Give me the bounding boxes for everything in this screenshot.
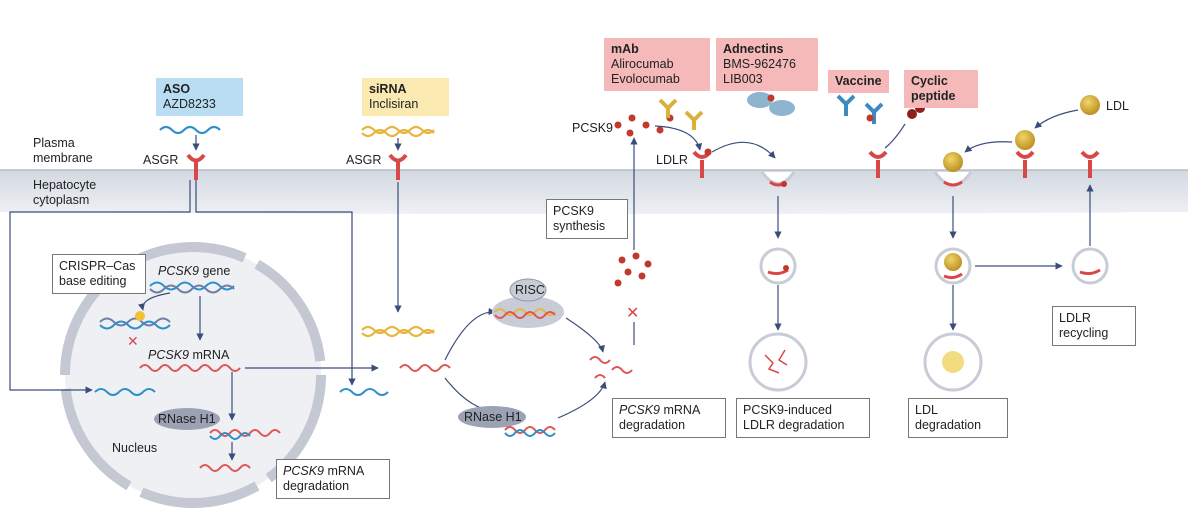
nuclear-mrna	[139, 364, 241, 372]
sirna-tag: siRNA Inclisiran	[362, 78, 449, 116]
aso-title: ASO	[163, 82, 191, 96]
sirna-title: siRNA	[369, 82, 407, 96]
pcsk9-gene-dna	[149, 281, 235, 291]
ldl-vesicle	[934, 247, 972, 285]
svg-text:✕: ✕	[626, 305, 639, 322]
ldl-particle-1	[1080, 95, 1100, 115]
pcsk9-mrna-degradation-callout-cytoplasm: PCSK9 mRNA degradation	[612, 398, 726, 438]
callout-rest-1: mRNA degradation	[619, 403, 700, 432]
asgr-label-left: ASGR	[143, 153, 179, 167]
adnectins-title: Adnectins	[723, 42, 784, 56]
vaccine-title: Vaccine	[835, 74, 882, 88]
asgr-label-sirna: ASGR	[346, 153, 382, 167]
ldl-degradation-callout: LDL degradation	[908, 398, 1008, 438]
ldl-label: LDL	[1106, 99, 1129, 113]
pcsk9-protein-cluster-plasma	[614, 114, 674, 137]
aso-tag: ASO AZD8233	[156, 78, 243, 116]
pcsk9-mrna-degradation-callout-nucleus: PCSK9 mRNA degradation	[276, 459, 390, 499]
edited-dna	[99, 317, 171, 327]
gene-word: gene	[202, 264, 231, 278]
mab-tag: mAb Alirocumab Evolocumab	[604, 38, 710, 91]
ldl-particle-2	[1015, 130, 1035, 150]
ldlr-receptor-2	[868, 150, 888, 178]
aso-drug-name: AZD8233	[163, 97, 216, 111]
ldlr-label: LDLR	[656, 153, 688, 167]
pcsk9-gene-label: PCSK9 gene	[158, 264, 230, 279]
mrna-word: mRNA	[192, 348, 230, 362]
hepatocyte-cytoplasm-label: Hepatocyte cytoplasm	[33, 178, 97, 207]
asgr-receptor-left	[186, 153, 206, 180]
ldl-degradation-vesicle	[923, 332, 983, 392]
ldlr-receptor-1	[692, 148, 712, 178]
mab-title: mAb	[611, 42, 639, 56]
callout-italic-2: PCSK9	[283, 464, 324, 478]
cyclic-peptide-icon	[907, 109, 917, 119]
recycling-vesicle	[1071, 247, 1109, 285]
nucleus-label: Nucleus	[112, 441, 158, 455]
asgr-receptor-sirna	[388, 153, 408, 180]
adnectins-drug-1: BMS-962476	[723, 57, 796, 71]
risc-label: RISC	[515, 283, 545, 297]
vaccine-tag: Vaccine	[828, 70, 889, 93]
plasma-membrane	[0, 170, 1188, 214]
degraded-mrna	[589, 356, 633, 379]
sirna-strand	[361, 125, 435, 135]
rnase-h1-nuclear-label: RNase H1	[158, 412, 216, 426]
vaccine-antibody-icon	[836, 94, 884, 124]
mab-drug-1: Alirocumab	[611, 57, 674, 71]
mab-drug-2: Evolocumab	[611, 72, 680, 86]
rnase-h1-cytoplasm-label: RNase H1	[464, 410, 522, 424]
pcsk9-label: PCSK9	[572, 121, 613, 135]
ldlr-recycling-callout: LDLR recycling	[1052, 306, 1136, 346]
adnectins-drug-2: LIB003	[723, 72, 763, 86]
svg-text:✕: ✕	[127, 333, 139, 349]
callout-rest-2: mRNA degradation	[283, 464, 364, 493]
pcsk9-mrna-italic: PCSK9	[148, 348, 189, 362]
lysosome-vesicle-1	[759, 247, 797, 285]
adnectin-icon	[747, 92, 773, 108]
callout-italic-1: PCSK9	[619, 403, 660, 417]
pcsk9-protein-cluster-cytoplasm	[614, 252, 652, 287]
pcsk9-gene-italic: PCSK9	[158, 264, 199, 278]
endosome-ldl	[933, 152, 973, 187]
base-editor-star	[135, 311, 145, 321]
pcsk9-synthesis-callout: PCSK9 synthesis	[546, 199, 628, 239]
ldlr-receptor-4	[1080, 150, 1100, 178]
adnectins-tag: Adnectins BMS-962476 LIB003	[716, 38, 818, 91]
ldlr-degradation-vesicle	[748, 332, 808, 392]
endosome-1	[760, 171, 796, 187]
pcsk9-mrna-label: PCSK9 mRNA	[148, 348, 229, 363]
mab-antibody-icon	[658, 98, 704, 130]
ldlr-receptor-3	[1015, 150, 1035, 178]
sirna-drug-name: Inclisiran	[369, 97, 419, 111]
rnase-h1-nuclear	[154, 408, 220, 430]
aso-strand	[159, 125, 221, 135]
cyclic-peptide-title: Cyclic peptide	[911, 74, 956, 103]
crispr-callout: CRISPR–Cas base editing	[52, 254, 146, 294]
rnase-h1-cytoplasm	[458, 406, 526, 428]
ldlr-degradation-callout: PCSK9-induced LDLR degradation	[736, 398, 870, 438]
cyclic-peptide-tag: Cyclic peptide	[904, 70, 978, 108]
plasma-membrane-label: Plasma membrane	[33, 136, 93, 165]
cytoplasmic-mrna	[399, 364, 451, 372]
nucleus	[60, 242, 326, 508]
